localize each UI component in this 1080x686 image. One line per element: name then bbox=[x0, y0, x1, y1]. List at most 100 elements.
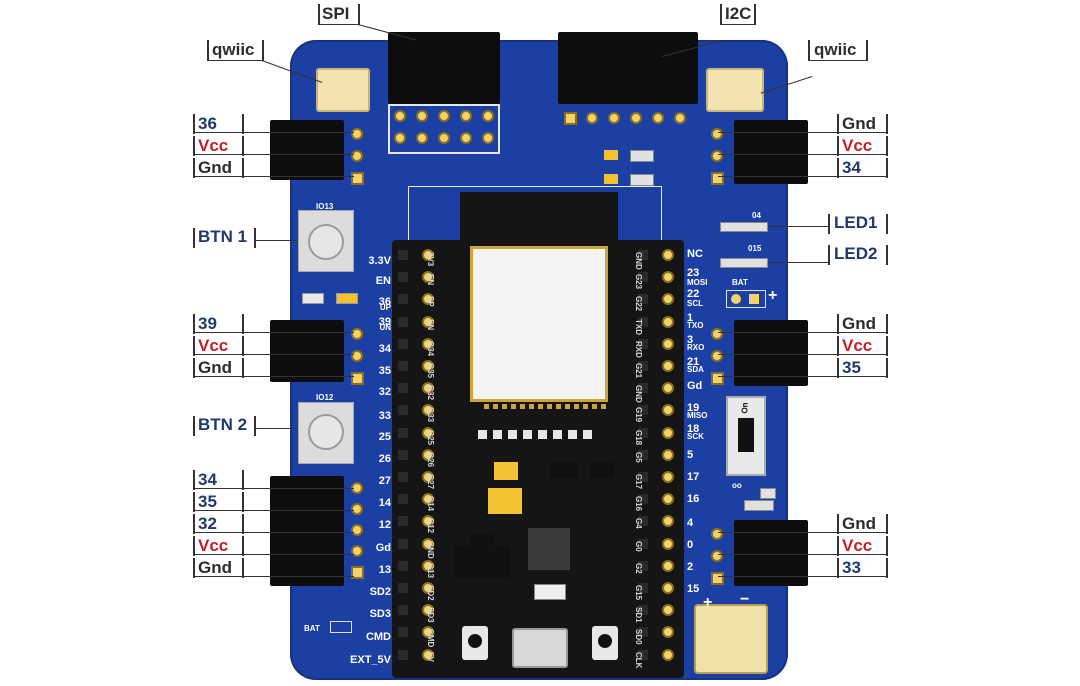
mcu-header-pin bbox=[398, 361, 408, 371]
leader-line bbox=[193, 354, 354, 355]
smd-top-2 bbox=[604, 174, 618, 184]
header-pin bbox=[711, 328, 723, 340]
board-right-label: 15 bbox=[687, 583, 700, 595]
label-tick bbox=[886, 314, 888, 334]
btn1-cap[interactable] bbox=[308, 224, 344, 260]
board-right-label: Gd bbox=[687, 380, 703, 392]
module-right-label: G4 bbox=[634, 518, 643, 530]
module-left-label: G34 bbox=[426, 340, 435, 356]
header-right-bottom bbox=[708, 524, 726, 586]
i2c-pin bbox=[674, 112, 686, 124]
shield-pad bbox=[529, 404, 534, 409]
module-right-label: SD1 bbox=[634, 607, 643, 623]
bat-plus-top: + bbox=[768, 287, 778, 304]
mcu-pad bbox=[662, 582, 674, 594]
board-right-label: MOSI bbox=[687, 278, 708, 287]
label-tick bbox=[242, 492, 244, 512]
board-left-label: 33 bbox=[378, 410, 391, 422]
module-right-label: G15 bbox=[634, 585, 643, 601]
label-tick bbox=[193, 358, 195, 378]
usb-port[interactable] bbox=[512, 628, 568, 668]
capacitor-large bbox=[488, 488, 522, 514]
board-right-label: MISO bbox=[687, 411, 708, 420]
qwiic-right-underline bbox=[808, 60, 868, 61]
mcu-pad bbox=[662, 360, 674, 372]
mcu-header-pin bbox=[638, 294, 648, 305]
label-tick bbox=[242, 536, 244, 556]
mcu-header-pin bbox=[638, 427, 648, 438]
board-right-label: 5 bbox=[687, 449, 694, 461]
board-left-label: 3.3V bbox=[368, 255, 391, 267]
header-pin bbox=[351, 128, 363, 140]
board-right-label: 22 bbox=[687, 288, 700, 300]
power-switch-lever[interactable] bbox=[738, 418, 754, 452]
en-reset-cap[interactable] bbox=[468, 634, 482, 648]
module-smd bbox=[523, 430, 532, 439]
module-smd bbox=[568, 430, 577, 439]
mcu-pad bbox=[662, 626, 674, 639]
mcu-pad bbox=[422, 471, 434, 483]
led2-tick-r bbox=[886, 245, 888, 265]
board-right-label: 19 bbox=[687, 402, 700, 414]
label-tick bbox=[886, 158, 888, 178]
leader-line bbox=[193, 576, 354, 577]
spi-connector bbox=[388, 32, 500, 104]
module-right-label: G22 bbox=[634, 296, 643, 312]
smd-right-2 bbox=[744, 500, 774, 511]
external-pin-label: Gnd bbox=[198, 158, 232, 177]
leader-line bbox=[718, 532, 888, 533]
btn2-cap[interactable] bbox=[308, 414, 344, 450]
board-left-label: 13 bbox=[378, 564, 391, 576]
mcu-header-pin bbox=[398, 649, 408, 660]
module-right-label: G0 bbox=[634, 540, 643, 552]
board-left-label: UN bbox=[379, 323, 391, 332]
header-pin bbox=[351, 566, 364, 579]
capacitor-small bbox=[494, 462, 518, 480]
mcu-pad bbox=[422, 448, 434, 461]
smd-top-1 bbox=[604, 150, 618, 160]
smd-top-3 bbox=[630, 150, 654, 162]
leader-line bbox=[718, 576, 888, 577]
mcu-header-pin bbox=[638, 405, 648, 416]
voltage-regulator bbox=[454, 546, 510, 578]
label-tick bbox=[242, 136, 244, 156]
transistor-2 bbox=[590, 462, 614, 478]
shield-pad bbox=[520, 404, 525, 409]
label-tick bbox=[886, 536, 888, 556]
board-right-label: 3 bbox=[687, 334, 694, 346]
mcu-pad bbox=[662, 315, 674, 328]
i2c-pin bbox=[652, 112, 664, 124]
label-tick bbox=[242, 336, 244, 356]
mcu-header-pin bbox=[398, 338, 408, 349]
shield-pad bbox=[547, 404, 552, 409]
led1-component bbox=[720, 222, 768, 232]
spi-pin bbox=[482, 110, 494, 122]
right-bottom-connector bbox=[734, 520, 808, 586]
module-right-label: GND bbox=[634, 252, 643, 270]
i2c-pin bbox=[564, 112, 577, 125]
board-right-label: 0 bbox=[687, 539, 694, 551]
smd-top-4 bbox=[630, 174, 654, 186]
boot-cap[interactable] bbox=[598, 634, 612, 648]
qwiic-left-label: qwiic bbox=[212, 40, 255, 59]
board-left-label: 39 bbox=[378, 316, 391, 328]
mcu-pad bbox=[422, 582, 434, 594]
label-tick bbox=[837, 336, 839, 356]
label-tick bbox=[242, 470, 244, 490]
mcu-header-pin bbox=[398, 472, 408, 482]
module-smd bbox=[583, 430, 592, 439]
mcu-pad bbox=[422, 293, 434, 306]
mcu-header-pin bbox=[638, 560, 648, 571]
label-tick bbox=[193, 336, 195, 356]
header-pin bbox=[351, 328, 363, 340]
mcu-header-pin bbox=[398, 605, 408, 616]
spi-pin bbox=[460, 132, 472, 144]
left-top-connector bbox=[270, 120, 344, 180]
module-smd bbox=[553, 430, 562, 439]
leader-line bbox=[193, 376, 354, 377]
mcu-pad bbox=[422, 648, 434, 661]
external-pin-label: 35 bbox=[198, 492, 217, 511]
module-left-label: 5V bbox=[426, 651, 435, 662]
i2c-tick-r bbox=[754, 4, 756, 24]
shield-pad bbox=[565, 404, 570, 409]
